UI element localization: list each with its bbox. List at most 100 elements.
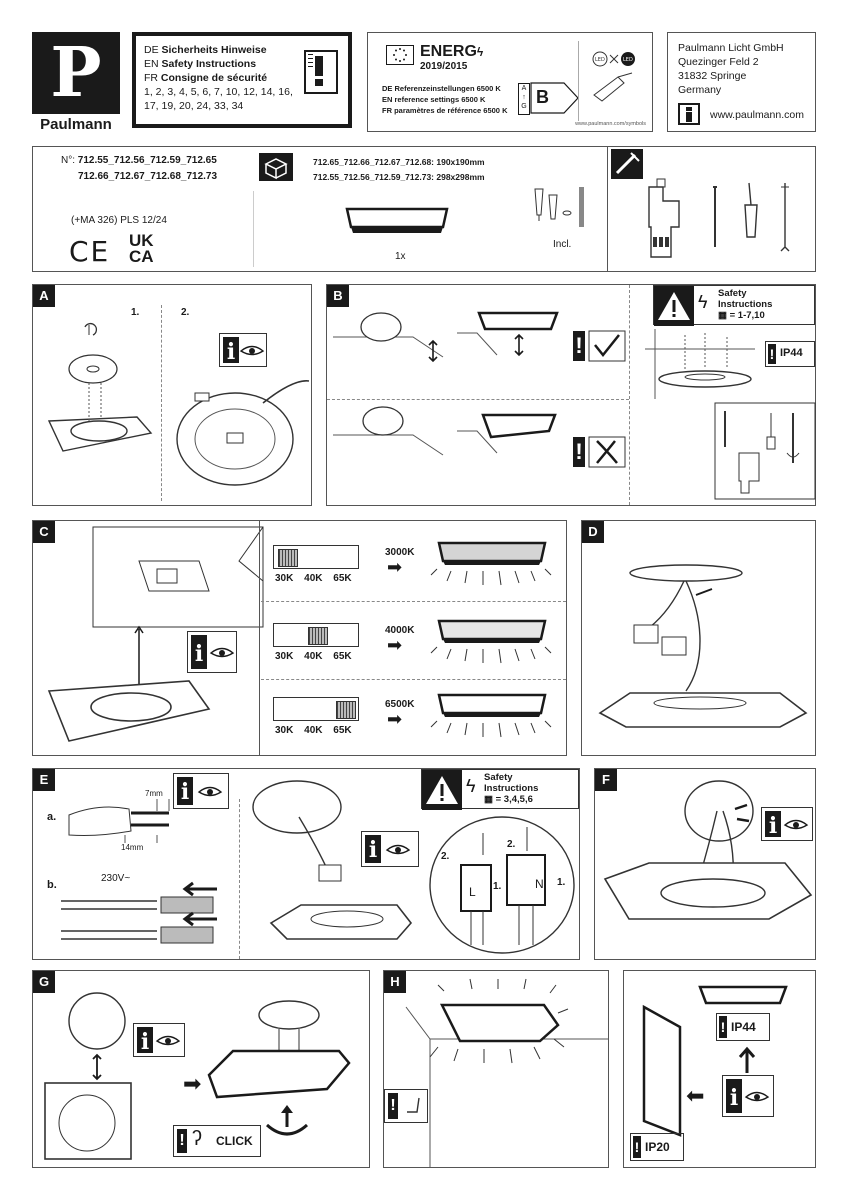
quantity: 1x <box>395 251 406 262</box>
kelvin-label: 4000K <box>385 625 415 636</box>
terminal-l: L <box>469 885 476 899</box>
section-e: E a. 7mm 14mm b. 230V~ i i ϟ Safety Inst… <box>32 768 580 960</box>
panel-mount-correct-drawing <box>457 311 567 381</box>
arrow-right-icon: ➡ <box>387 709 403 729</box>
section-letter-b: B <box>327 285 349 307</box>
cct-switch[interactable] <box>273 545 359 569</box>
cable-strip-drawing <box>68 799 170 843</box>
base-wiring-drawing <box>176 380 310 486</box>
panel-light-4000 <box>430 619 552 664</box>
panel-light-6500 <box>430 693 552 738</box>
click-badge: ! ʔ CLICK <box>173 1125 261 1157</box>
company-country: Germany <box>678 84 722 96</box>
ceiling-panel-drawing <box>698 985 788 1005</box>
cct-row-6500: 30K 40K 65K 6500K ➡ <box>273 693 563 753</box>
cct-row-4000: 30K 40K 65K 4000K ➡ <box>273 619 563 679</box>
voltage: 230V~ <box>101 873 131 884</box>
lightning-icon: ϟ <box>698 292 708 312</box>
section-g: G i ➡ ! ʔ CLICK <box>32 970 370 1168</box>
cross-icon <box>588 436 626 468</box>
info-eye-box: i <box>187 631 237 673</box>
product-box: N°: 712.55_712.56_712.59_712.65 712.66_7… <box>32 146 816 272</box>
company-web[interactable]: www.paulmann.com <box>710 109 804 121</box>
info-eye-box: i <box>173 773 229 809</box>
ip44-badge: ! IP44 <box>765 341 815 367</box>
section-letter-f: F <box>595 769 617 791</box>
section-letter-a: A <box>33 285 55 307</box>
switch-labels: 30K 40K 65K <box>275 651 352 662</box>
warning-check-mark: ! <box>573 331 585 361</box>
eu-flag-icon <box>386 45 414 65</box>
size-lines: 712.65_712.66_712.67_712.68: 190x190mm 7… <box>313 157 485 182</box>
kelvin-label: 3000K <box>385 547 415 558</box>
article-numbers: N°: 712.55_712.56_712.59_712.65 712.66_7… <box>61 155 218 182</box>
energy-symbols-url: www.paulmann.com/symbols <box>575 121 646 127</box>
section-ip: ! IP44 i ➡ ! IP20 <box>623 970 816 1168</box>
wire-insert-drawing <box>61 881 217 944</box>
energy-box: ENERGϟ 2019/2015 DE Referenzeinstellunge… <box>367 32 653 132</box>
section-h: H ! <box>383 970 609 1168</box>
tools-icon <box>611 149 643 179</box>
section-letter-e: E <box>33 769 55 791</box>
sub-b: b. <box>47 879 57 891</box>
section-letter-c: C <box>33 521 55 543</box>
step-1-right: 1. <box>557 877 566 888</box>
arrow-right-icon: ➡ <box>387 557 403 577</box>
switch-labels: 30K 40K 65K <box>275 573 352 584</box>
ceiling-mount-drawing <box>645 329 755 399</box>
info-eye-box: i <box>133 1023 185 1057</box>
screws-dowels-icon <box>534 187 584 227</box>
arrow-up-icon <box>738 1046 756 1073</box>
manual-warning-icon <box>304 50 338 94</box>
section-a: A 1. 2. i <box>32 284 312 506</box>
finished-panel-drawing <box>405 978 608 1167</box>
section-b: B ! ! ϟ Safety Instructions ▦ = 1-7,10 !… <box>326 284 816 506</box>
logo-mark: P <box>32 32 120 114</box>
energy-ref-fr: FR paramètres de référence 6500 K <box>382 106 508 115</box>
cct-switch[interactable] <box>273 697 359 721</box>
safety-numbers-2: 17, 19, 20, 24, 33, 34 <box>144 100 244 112</box>
strip-14mm: 14mm <box>121 843 144 852</box>
panel-mount-wrong-drawing <box>457 413 557 454</box>
info-eye-box: i <box>761 807 813 841</box>
ip20-badge: ! IP20 <box>630 1133 684 1161</box>
panel-light-3000 <box>430 541 552 586</box>
logo-block: P Paulmann <box>32 32 120 134</box>
company-box: Paulmann Licht GmbH Quezinger Feld 2 318… <box>667 32 816 132</box>
step-2-right: 2. <box>507 839 516 850</box>
terminal-n: N <box>535 877 544 891</box>
base-mount-wrong-drawing <box>333 406 444 456</box>
svg-text:LED: LED <box>623 57 633 63</box>
wall-panel-drawing <box>642 1004 682 1137</box>
connect-mains-drawing <box>252 780 413 940</box>
energy-class: B <box>536 87 549 107</box>
ip44-badge: ! IP44 <box>716 1013 770 1041</box>
company-street: Quezinger Feld 2 <box>678 56 759 68</box>
cct-switch-location-drawing <box>47 526 264 742</box>
safety-box: DE Sicherheits Hinweise EN Safety Instru… <box>132 32 352 128</box>
ear-icon: ʔ <box>192 1128 202 1150</box>
section-c: C i 30K 40K 65K 3000K ➡ 30K 40K 65K 4000… <box>32 520 567 756</box>
section-letter-g: G <box>33 971 55 993</box>
click-label: CLICK <box>216 1134 253 1148</box>
safety-en: EN Safety Instructions <box>144 58 257 70</box>
base-mount-correct-drawing <box>333 312 444 363</box>
section-letter-h: H <box>384 971 406 993</box>
arrow-right-icon: ➡ <box>183 1071 202 1096</box>
kelvin-label: 6500K <box>385 699 415 710</box>
info-eye-box: i <box>219 333 267 367</box>
safety-warning-badge: ϟ Safety Instructions ▦ = 3,4,5,6 <box>421 769 579 810</box>
warning-cross-mark: ! <box>573 437 585 467</box>
energy-label: ENERGϟ <box>420 43 484 60</box>
section-f: F i <box>594 768 816 960</box>
cct-switch[interactable] <box>273 623 359 647</box>
ma-line: (+MA 326) PLS 12/24 <box>71 215 167 226</box>
strip-7mm: 7mm <box>145 789 163 798</box>
section-d: D <box>581 520 816 756</box>
ce-mark: CE <box>69 235 111 268</box>
energy-class-arrow <box>530 82 579 114</box>
package-icon <box>259 153 293 181</box>
step-1: 1. <box>131 307 140 318</box>
safety-warning-badge: ϟ Safety Instructions ▦ = 1-7,10 <box>653 285 815 326</box>
check-icon <box>588 330 626 362</box>
